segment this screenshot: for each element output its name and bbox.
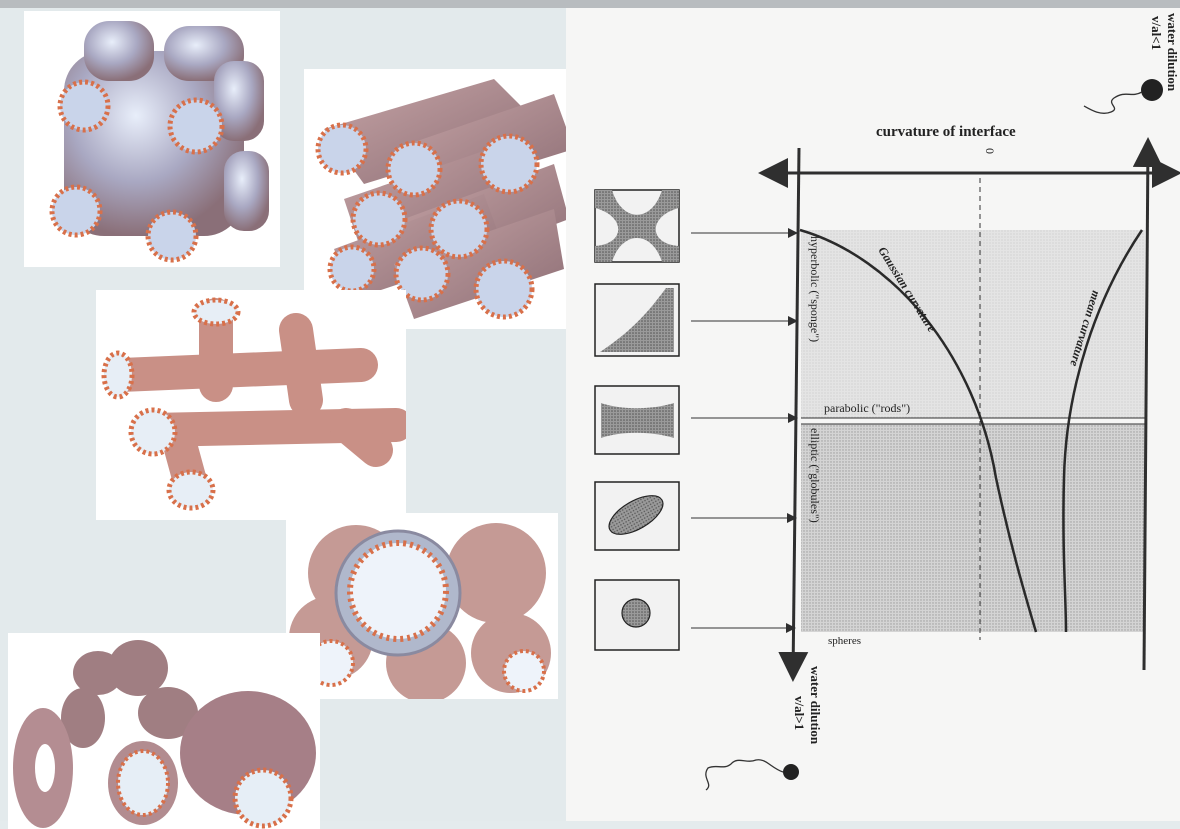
surfactant-head-bottom — [783, 764, 799, 780]
top-dilution-label: water dilution — [1165, 13, 1180, 92]
illustration-branched-rods — [96, 290, 406, 520]
zero-label: 0 — [983, 148, 997, 154]
right-dilution-axis — [1144, 143, 1148, 670]
sphere-cluster-drawing — [286, 513, 558, 699]
spheres-label: spheres — [828, 635, 861, 647]
bottom-dilution-label: water dilution — [808, 666, 823, 745]
top-bar — [0, 0, 1180, 8]
top-axis-label: curvature of interface — [876, 124, 1016, 140]
illustration-sphere-cluster — [286, 513, 558, 699]
phase-shape-boxes — [595, 190, 679, 650]
hyperbolic-label: hyperbolic ("sponge") — [808, 236, 822, 342]
parabolic-label: parabolic ("rods") — [824, 401, 910, 415]
elliptic-label: elliptic ("globules") — [808, 428, 822, 523]
surfactant-head-top — [1141, 79, 1163, 101]
illustration-vesicles — [8, 633, 320, 829]
curvature-diagram: curvature of interface 0 water dilution … — [566, 8, 1180, 821]
branched-rods-drawing — [96, 290, 406, 520]
illustration-cubic-phase — [24, 11, 280, 267]
cubic-phase-drawing — [24, 11, 280, 267]
left-dilution-axis — [793, 148, 799, 676]
bottom-ratio-label: v/al>1 — [792, 696, 807, 730]
top-ratio-label: v/al<1 — [1149, 16, 1164, 50]
illustrations-panel — [0, 8, 566, 821]
vesicles-drawing — [8, 633, 320, 829]
curvature-diagram-svg: curvature of interface 0 water dilution … — [566, 8, 1180, 821]
pointer-arrows — [691, 233, 796, 628]
elliptic-region — [801, 424, 1145, 632]
